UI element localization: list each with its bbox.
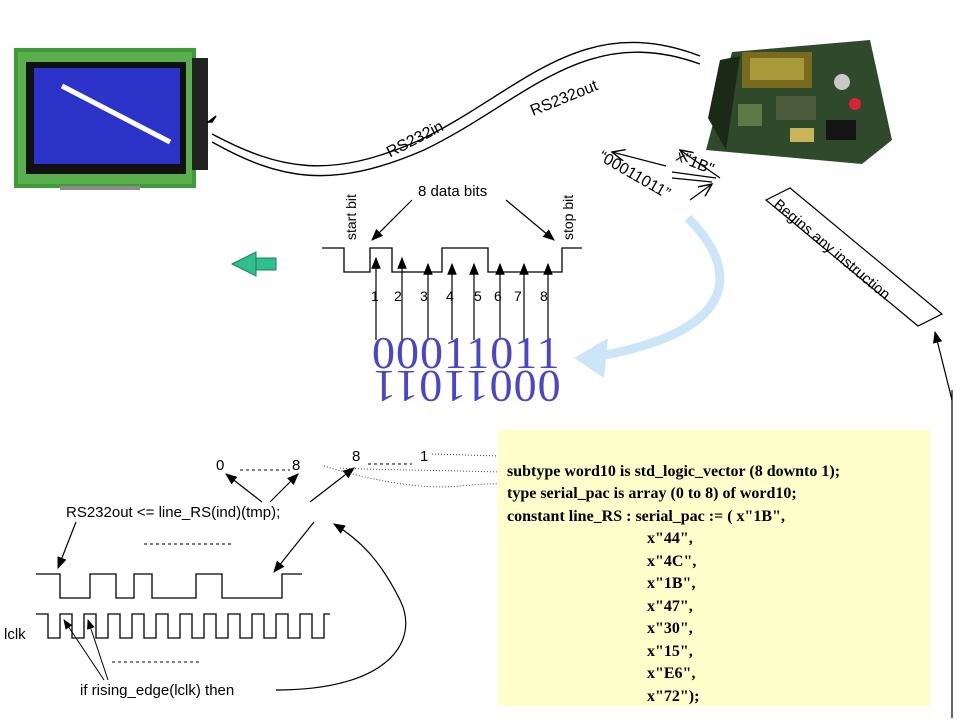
assignment-statement: RS232out <= line_RS(ind)(tmp); (66, 504, 281, 521)
code-line: x"47", (507, 597, 693, 615)
data-bits-label: 8 data bits (418, 183, 488, 200)
index-eight-label: 8 (292, 457, 301, 474)
vhdl-code: subtype word10 is std_logic_vector (8 do… (507, 438, 840, 720)
code-line: constant line_RS : serial_pac := ( x"1B"… (507, 507, 785, 525)
code-line: x"15", (507, 642, 693, 660)
binary-value-upright: 00011011 (372, 327, 561, 378)
code-line: x"E6", (507, 665, 696, 682)
rising-edge-arrows (63, 619, 109, 681)
binary-value-flipped: 00011011 (372, 361, 561, 412)
bit-number: 5 (474, 288, 482, 304)
code-line: x"30", (507, 620, 693, 637)
clock-waveform (36, 613, 330, 639)
bit-number: 7 (514, 288, 522, 304)
bit-number: 3 (420, 288, 428, 304)
bit-number: 8 (540, 288, 548, 304)
data-bits-arrows (371, 199, 555, 241)
fpga-board-icon (706, 40, 892, 164)
index-one-label: 1 (420, 448, 429, 465)
code-line: x"1B", (507, 575, 696, 592)
code-line: x"72"); (507, 687, 700, 705)
bit-number: 4 (446, 288, 454, 304)
lcd-display-icon (14, 48, 208, 190)
curved-flow-arrow (574, 214, 725, 378)
stop-bit-label: stop bit (560, 194, 576, 240)
code-line: subtype word10 is std_logic_vector (8 do… (507, 462, 841, 480)
data-waveform (36, 573, 302, 599)
bit-number: 6 (494, 288, 502, 304)
value-pointer-arrows (612, 150, 721, 201)
begins-note-frame (764, 187, 953, 718)
code-line: x"44", (507, 530, 693, 547)
code-panel (498, 430, 930, 706)
index-arrows (225, 467, 355, 503)
code-line: x"4C", (507, 552, 697, 570)
start-bit-label: start bit (343, 194, 359, 240)
rising-edge-statement: if rising_edge(lclk) then (80, 682, 235, 699)
code-line: type serial_pac is array (0 to 8) of wor… (507, 485, 797, 502)
clock-label: lclk (4, 626, 26, 643)
index-zero-label: 0 (216, 457, 225, 474)
bit-sample-arrows (371, 256, 553, 340)
index-eight-label-b: 8 (352, 448, 361, 465)
index-dashes (112, 463, 412, 663)
serial-cable (205, 41, 701, 177)
bit-number: 1 (371, 288, 379, 304)
green-left-arrow (230, 251, 277, 277)
bit-number: 2 (394, 288, 402, 304)
assignment-arrows (57, 521, 407, 691)
